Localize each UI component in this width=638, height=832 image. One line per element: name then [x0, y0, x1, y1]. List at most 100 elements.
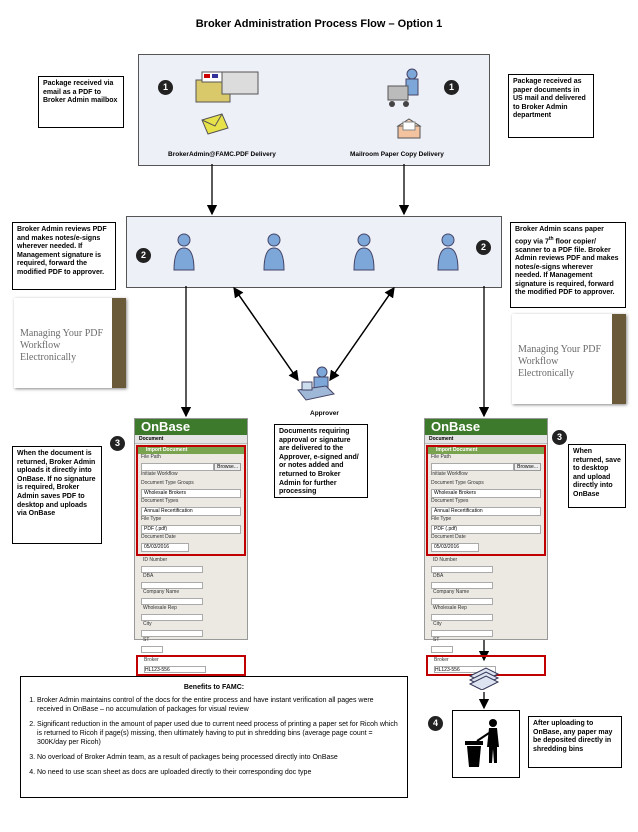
dba-input[interactable]	[431, 582, 493, 589]
shredding-bin-box	[452, 710, 520, 778]
step1-email-note: Package received via email as a PDF to B…	[38, 76, 124, 128]
broker-admin-person-icon	[353, 233, 375, 271]
doc-type-group-label: Document Type Groups	[431, 480, 484, 486]
mail-cart-icon	[387, 68, 419, 107]
wholesale-rep-input[interactable]	[431, 614, 493, 621]
step-badge-3-right: 3	[552, 430, 567, 445]
file-path-label: File Path	[141, 454, 161, 460]
file-type-select[interactable]: PDF (.pdf)	[431, 525, 541, 534]
dba-label: DBA	[433, 573, 444, 579]
benefits-title: Benefits to FAMC:	[183, 684, 245, 691]
paper-envelope-icon	[396, 118, 422, 139]
step-badge-2-left: 2	[136, 248, 151, 263]
st-input[interactable]	[141, 646, 163, 653]
doc-date-label: Document Date	[431, 534, 466, 540]
step-badge-3-left: 3	[110, 436, 125, 451]
doc-types-select[interactable]: Annual Recertification	[431, 507, 541, 516]
city-input[interactable]	[141, 630, 203, 637]
email-delivery-caption: BrokerAdmin@FAMC.PDF Delivery	[168, 151, 276, 158]
file-type-label: File Type	[431, 516, 452, 522]
broker-admin-person-icon	[173, 233, 195, 271]
doc-type-group-label: Document Type Groups	[141, 480, 194, 486]
id-number-input[interactable]	[431, 566, 493, 573]
step-badge-1-left: 1	[158, 80, 173, 95]
company-name-input[interactable]	[141, 598, 203, 605]
dba-input[interactable]	[141, 582, 203, 589]
onbase-import-form-left: OnBase Document Import Document File Pat…	[134, 418, 248, 676]
benefits-list: Broker Admin maintains control of the do…	[27, 696, 401, 777]
file-type-select[interactable]: PDF (.pdf)	[141, 525, 241, 534]
initiate-workflow-checkbox[interactable]: Initiate Workflow	[431, 471, 468, 477]
page-title: Broker Administration Process Flow – Opt…	[195, 18, 443, 30]
doc-date-input[interactable]: 05/03/2016	[431, 543, 479, 552]
initiate-workflow-checkbox[interactable]: Initiate Workflow	[141, 471, 178, 477]
doc-date-input[interactable]: 05/03/2016	[141, 543, 189, 552]
import-document-header: Import Document	[138, 447, 244, 454]
company-name-input[interactable]	[431, 598, 493, 605]
approver-note: Documents requiring approval or signatur…	[274, 424, 368, 498]
dba-label: DBA	[143, 573, 154, 579]
envelope-icon	[201, 113, 229, 135]
workflow-image-left: Managing Your PDF Workflow Electronicall…	[14, 298, 126, 388]
file-type-label: File Type	[141, 516, 162, 522]
broker-label: Broker	[144, 657, 159, 663]
company-name-label: Company Name	[433, 589, 470, 595]
paper-stack-icon	[468, 667, 500, 690]
city-input[interactable]	[431, 630, 493, 637]
st-label: ST	[433, 637, 440, 643]
id-number-label: ID Number	[433, 557, 458, 563]
broker-input[interactable]: HL123-556	[434, 666, 496, 673]
city-label: City	[433, 621, 442, 627]
step3-right-note: When returned, save to desktop and uploa…	[568, 444, 626, 508]
browse-button[interactable]: Browse...	[514, 463, 541, 471]
mailbox-icon	[195, 71, 259, 103]
broker-label: Broker	[434, 657, 449, 663]
doc-types-label: Document Types	[141, 498, 179, 504]
step4-note: After uploading to OnBase, any paper may…	[528, 716, 622, 768]
broker-input[interactable]: HL123-556	[144, 666, 206, 673]
trash-bin-icon	[465, 719, 499, 767]
step1-paper-note: Package received as paper documents in U…	[508, 74, 594, 138]
broker-admin-person-icon	[437, 233, 459, 271]
step3-left-note: When the document is returned, Broker Ad…	[12, 446, 102, 544]
file-path-label: File Path	[431, 454, 451, 460]
onbase-import-form-right: OnBase Document Import Document File Pat…	[424, 418, 548, 676]
workflow-image-right: Managing Your PDF Workflow Electronicall…	[512, 314, 626, 404]
document-tab[interactable]: Document	[135, 435, 247, 444]
benefit-item-4: No need to use scan sheet as docs are up…	[37, 768, 401, 777]
step-badge-4: 4	[428, 716, 443, 731]
browse-button[interactable]: Browse...	[214, 463, 241, 471]
doc-date-label: Document Date	[141, 534, 176, 540]
benefit-item-1: Broker Admin maintains control of the do…	[37, 696, 401, 714]
benefit-item-3: No overload of Broker Admin team, as a r…	[37, 753, 401, 762]
wholesale-rep-input[interactable]	[141, 614, 203, 621]
city-label: City	[143, 621, 152, 627]
wholesale-rep-label: Wholesale Rep	[143, 605, 177, 611]
st-input[interactable]	[431, 646, 453, 653]
doc-type-group-select[interactable]: Wholesale Brokers	[431, 489, 541, 498]
step-badge-2-right: 2	[476, 240, 491, 255]
import-document-header: Import Document	[428, 447, 544, 454]
broker-admin-person-icon	[263, 233, 285, 271]
onbase-logo: OnBase	[425, 419, 547, 435]
doc-types-select[interactable]: Annual Recertification	[141, 507, 241, 516]
step-badge-1-right: 1	[444, 80, 459, 95]
doc-type-group-select[interactable]: Wholesale Brokers	[141, 489, 241, 498]
file-path-input[interactable]	[431, 463, 515, 471]
step2-paper-note: Broker Admin scans paper copy via 7th fl…	[510, 222, 626, 308]
mailroom-delivery-caption: Mailroom Paper Copy Delivery	[350, 151, 444, 158]
wholesale-rep-label: Wholesale Rep	[433, 605, 467, 611]
file-path-input[interactable]	[141, 463, 215, 471]
id-number-label: ID Number	[143, 557, 168, 563]
st-label: ST	[143, 637, 150, 643]
document-tab[interactable]: Document	[425, 435, 547, 444]
doc-types-label: Document Types	[431, 498, 469, 504]
benefits-box: Benefits to FAMC: Broker Admin maintains…	[20, 676, 408, 798]
id-number-input[interactable]	[141, 566, 203, 573]
approver-label: Approver	[310, 410, 339, 417]
onbase-logo: OnBase	[135, 419, 247, 435]
intake-band	[138, 54, 490, 166]
company-name-label: Company Name	[143, 589, 180, 595]
approver-desk-icon	[297, 366, 336, 401]
